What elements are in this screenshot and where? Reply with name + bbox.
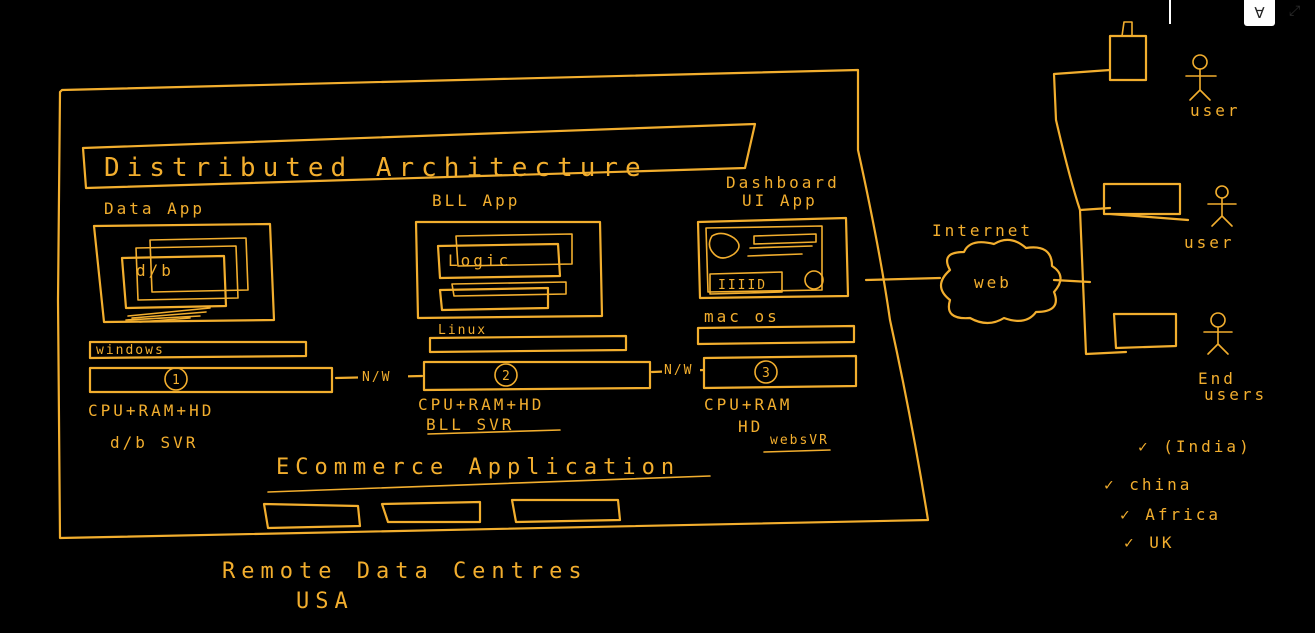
tier3-app-label-line1: Dashboard: [726, 173, 840, 192]
tier3-server-underline: [763, 449, 831, 453]
user1-phone-antenna: [1121, 21, 1133, 37]
tier2-server-underline: [427, 429, 561, 435]
user2-laptop: [1102, 182, 1190, 222]
link-2-3-label: N/W: [664, 363, 693, 378]
title-banner: [81, 122, 757, 190]
tier1-os-bar: [88, 340, 308, 360]
tier3-monitor: [696, 216, 850, 300]
end-users-figure: [1203, 312, 1233, 355]
users-branch-mid: [1078, 206, 1112, 212]
application-caption-underline: [267, 475, 711, 493]
tier2-screen-text: Logic: [448, 251, 511, 270]
tier3-play-circle: [804, 270, 824, 290]
bottom-box-3: [510, 498, 622, 524]
tier1-stack-back: [149, 237, 249, 293]
user1-label: user: [1190, 101, 1241, 120]
tier3-server-label: websVR: [770, 433, 829, 448]
tier3-app-label-line2: UI App: [742, 191, 818, 210]
region-item-uk: ✓ UK: [1124, 533, 1175, 552]
footer-country: USA: [296, 589, 354, 614]
user2-figure: [1207, 185, 1237, 227]
tier3-screen: [705, 225, 823, 293]
tier1-stack-mid: [135, 245, 239, 301]
user1-figure: [1185, 54, 1217, 101]
link-1-2-label-bg: [358, 368, 408, 384]
pen-icon: ∀: [1254, 4, 1265, 22]
tier3-dashboard-bars: [747, 233, 817, 257]
end-users-label-line1: End: [1198, 369, 1236, 388]
web-cloud: [939, 238, 1062, 325]
tier3-node-circle: [754, 360, 778, 384]
tier3-screen-text: IIIID: [718, 278, 767, 293]
tier1-monitor: [92, 222, 276, 324]
tier2-server-box: [422, 360, 652, 392]
user2-label: user: [1184, 233, 1235, 252]
tier1-node-number: 1: [172, 373, 182, 388]
tier2-logic-box: [436, 242, 562, 280]
region-item-africa: ✓ Africa: [1120, 505, 1221, 524]
tier3-server-box: [702, 354, 858, 390]
tier3-map-blob: [708, 232, 740, 259]
diagram-title: Distributed Architecture: [104, 153, 648, 183]
region-item-india: ✓ (India): [1138, 437, 1252, 456]
toolbar-divider: [1169, 0, 1171, 24]
tier1-screen-text: d/b: [136, 261, 174, 280]
expand-icon[interactable]: ⤢: [1289, 3, 1301, 19]
footer-remote-data-centres: Remote Data Centres: [222, 559, 588, 584]
tier2-server-label: BLL SVR: [426, 415, 514, 434]
tier1-screen: [120, 254, 228, 310]
bottom-box-1: [262, 502, 362, 530]
end-users-label-line2: users: [1204, 385, 1267, 404]
application-caption: ECommerce Application: [276, 455, 680, 480]
tier2-node-circle: [494, 363, 518, 387]
tier3-os-bar: [696, 324, 856, 346]
tier2-node-number: 2: [502, 369, 512, 384]
internet-label: Internet: [932, 221, 1033, 240]
tier2-hardware: CPU+RAM+HD: [418, 395, 544, 414]
link-1-2-label: N/W: [362, 370, 391, 385]
user1-phone: [1108, 34, 1148, 82]
tier2-lower-window-b: [438, 286, 550, 312]
tier3-hardware-line1: CPU+RAM: [704, 395, 792, 414]
tier1-hardware: CPU+RAM+HD: [88, 401, 214, 420]
tier2-os-label: Linux: [438, 323, 487, 338]
tier1-keyboard-scribble: [125, 307, 211, 323]
datacentre-frame: [56, 68, 930, 540]
tier1-server-box: [88, 366, 334, 394]
web-cloud-label: web: [974, 273, 1012, 292]
tier2-lower-window-a: [451, 281, 567, 297]
tier3-os-label: mac os: [704, 307, 780, 326]
end-users-monitor: [1112, 312, 1178, 350]
tier1-app-label: Data App: [104, 199, 205, 218]
tier1-node-circle: [164, 367, 188, 391]
tier3-hardware-line2: HD: [738, 417, 763, 436]
tier1-server-label: d/b SVR: [110, 433, 198, 452]
link-to-cloud: [864, 276, 942, 282]
bottom-box-2: [380, 500, 482, 524]
tier2-window-back: [455, 233, 573, 267]
pen-tool-button[interactable]: ∀: [1244, 0, 1275, 26]
tier1-os-label: windows: [96, 343, 165, 358]
tier2-monitor: [414, 220, 604, 320]
link-2-3-label-bg: [662, 362, 700, 377]
users-backbone: [1052, 68, 1128, 356]
region-item-china: ✓ china: [1104, 475, 1192, 494]
tier3-node-number: 3: [762, 366, 772, 381]
tier2-app-label: BLL App: [432, 191, 520, 210]
tier3-chart-box: [709, 271, 783, 295]
tier2-os-bar: [428, 334, 628, 354]
